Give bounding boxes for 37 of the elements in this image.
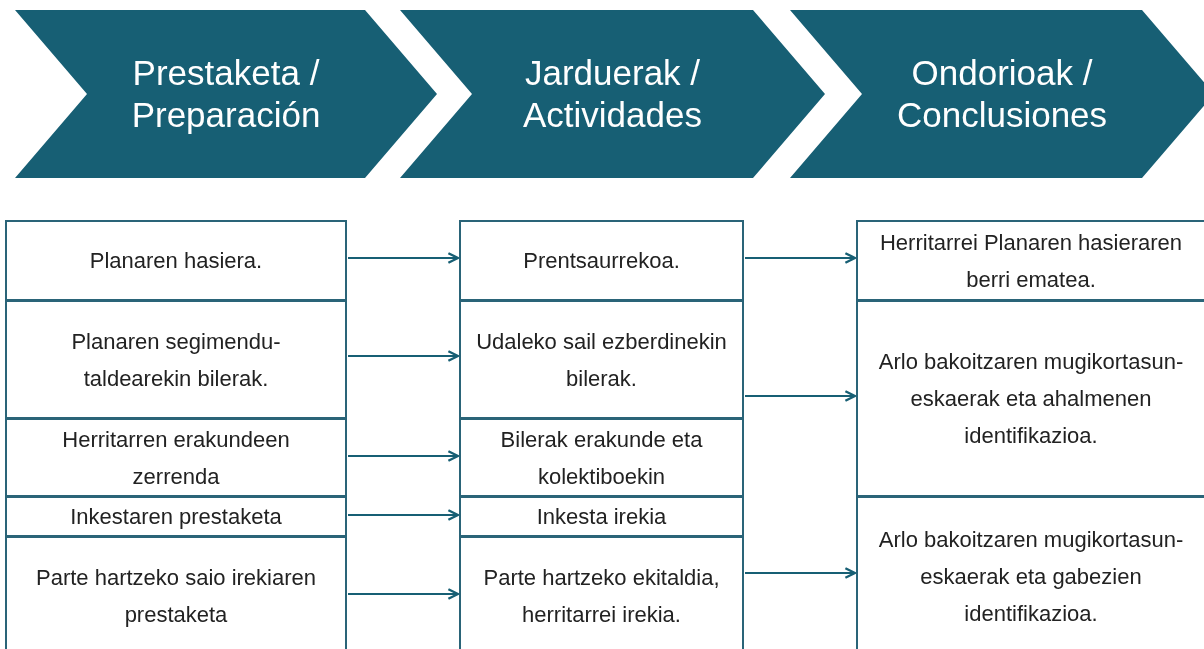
cell-text: Bilerak erakunde eta kolektiboekin [499, 425, 704, 491]
stage-title: Prestaketa / Preparación [130, 52, 322, 136]
table-cell [5, 496, 347, 537]
arrow [347, 588, 460, 600]
cell-text: Planaren segimendu-taldearekin bilerak. [70, 327, 282, 393]
cell-text: Udaleko sail ezberdinekin bilerak. [475, 327, 728, 393]
arrow [347, 252, 460, 264]
cell-text: Parte hartzeko ekitaldia, herritarrei irekia. [482, 564, 721, 629]
table-cell [856, 496, 1204, 649]
table-cell [459, 536, 744, 649]
cell-text: Arlo bakoitzaren mugikortasun-eskaerak eta gabezien identifikazioa. [877, 525, 1185, 628]
cell-text: Arlo bakoitzaren mugikortasun-eskaerak eta ahalmenen identifikazioa. [877, 348, 1185, 450]
table-cell [5, 220, 347, 301]
cell-text: Inkestaren prestaketa [70, 503, 282, 531]
arrow [347, 350, 460, 362]
arrow [744, 252, 857, 264]
table-cell [856, 220, 1204, 301]
cell-text: Parte hartzeko saio irekiaren prestaketa [35, 564, 317, 629]
arrow [347, 450, 460, 462]
stage-title: Ondorioak / Conclusiones [895, 52, 1109, 136]
cell-text: Prentsaurrekoa. [523, 247, 680, 275]
table-cell [459, 220, 744, 301]
table-cell [5, 418, 347, 497]
table-cell [459, 418, 744, 497]
table-cell [5, 300, 347, 419]
table-cell [856, 300, 1204, 497]
cell-text: Planaren hasiera. [89, 247, 263, 275]
cell-text: Herritarrei Planaren hasieraren berri ematea. [879, 228, 1183, 294]
table-cell [459, 496, 744, 537]
stage-title: Jarduerak / Actividades [522, 52, 703, 136]
cell-text: Herritarren erakundeen zerrenda [61, 425, 291, 491]
arrow [347, 509, 460, 521]
arrow [744, 567, 857, 579]
table-cell [459, 300, 744, 419]
cell-text: Inkesta irekia [536, 503, 667, 531]
table-cell [5, 536, 347, 649]
arrow [744, 390, 857, 402]
